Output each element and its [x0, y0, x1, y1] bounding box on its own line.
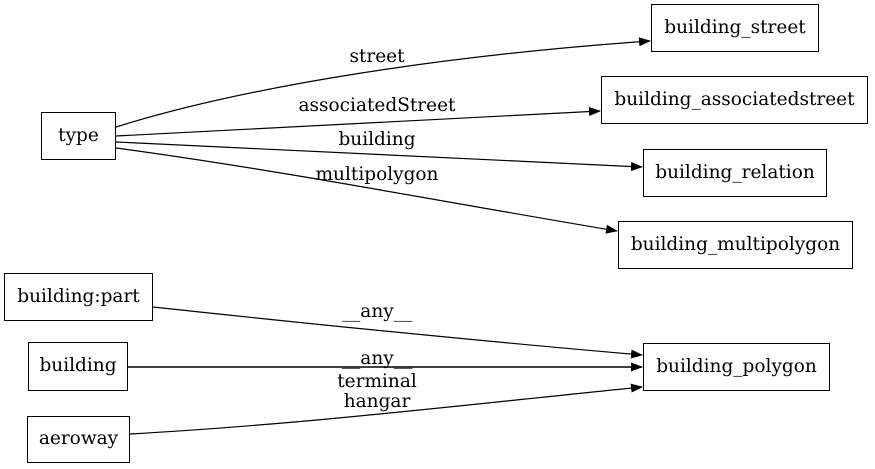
- edge-type-building-relation: [115, 141, 643, 172]
- edge-type-building-street: [115, 37, 651, 128]
- edge-type-building-associatedstreet: [115, 106, 601, 137]
- node-building-polygon: building_polygon: [643, 343, 830, 391]
- node-aeroway: aeroway: [27, 416, 130, 463]
- node-building-street: building_street: [651, 4, 819, 52]
- edge-label-associatedstreet: associatedStreet: [298, 95, 456, 116]
- edge-type-building-multipolygon: [115, 147, 618, 234]
- node-building: building: [28, 342, 128, 391]
- edge-label-building: building: [338, 129, 416, 150]
- edge-label-street: street: [349, 46, 405, 67]
- edge-label-terminal-hangar: terminal hangar: [337, 371, 417, 412]
- node-type: type: [41, 112, 116, 160]
- edge-buildingpart-building-polygon: [152, 306, 643, 359]
- node-building-multipolygon: building_multipolygon: [618, 221, 853, 269]
- edge-label-any-buildingpart: __any__: [341, 301, 413, 322]
- node-building-part: building:part: [4, 273, 153, 321]
- node-building-associatedstreet: building_associatedstreet: [601, 76, 868, 124]
- edge-aeroway-building-polygon: [129, 383, 643, 435]
- edge-label-any-building: __any__: [341, 348, 413, 369]
- edge-label-multipolygon: multipolygon: [315, 164, 439, 185]
- node-building-relation: building_relation: [643, 149, 827, 197]
